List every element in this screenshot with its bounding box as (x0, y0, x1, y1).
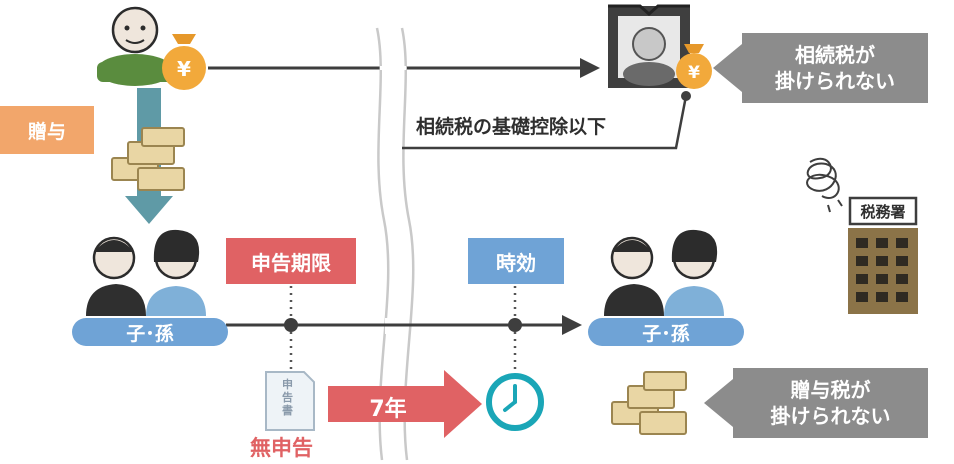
filing-deadline-tag: 申告期限 (226, 238, 356, 284)
inheritance-tax-note-line1: 相続税が (795, 43, 875, 67)
gift-tax-note-line1: 贈与税が (790, 378, 871, 402)
gift-note-arrow (704, 379, 733, 427)
document-icon (265, 371, 315, 431)
deadline-point (284, 318, 298, 332)
no-filing-label: 無申告 (250, 436, 313, 460)
moneybag-icon (162, 34, 206, 90)
cash-stack-icon (111, 127, 185, 191)
timeline-top-arrowhead (580, 58, 600, 78)
seven-years-arrow (328, 370, 482, 438)
couple-icon-right (604, 229, 724, 316)
gift-tax-note-line2: 掛けられない (770, 404, 891, 428)
gift-tag: 贈与 (0, 106, 94, 154)
statute-point (508, 318, 522, 332)
moneybag-icon-right (676, 44, 712, 89)
couple-icon-left (86, 229, 206, 316)
worry-scribble-icon (806, 157, 843, 213)
seven-years-label: 7年 (369, 397, 407, 422)
moneybag-yen-symbol-right: ¥ (688, 63, 700, 83)
below-deduction-text: 相続税の基礎控除以下 (416, 116, 607, 138)
cash-stack-icon-right (611, 371, 687, 435)
child-grandchild-pill-left: 子･孫 (72, 318, 228, 346)
deduction-bracket-line (402, 95, 688, 150)
inheritance-tax-note: 相続税が 掛けられない (742, 33, 928, 103)
document-label: 申告書 (282, 378, 293, 417)
clock-icon (486, 373, 544, 431)
inheritance-note-arrow (713, 44, 742, 92)
statute-tag: 時効 (468, 238, 564, 284)
tax-office-building-icon (848, 196, 918, 314)
gift-tax-note: 贈与税が 掛けられない (733, 368, 928, 438)
child-grandchild-pill-right: 子･孫 (588, 318, 744, 346)
moneybag-yen-symbol: ¥ (177, 57, 191, 81)
tax-office-sign: 税務署 (860, 203, 906, 221)
timeline-mid-arrowhead (562, 315, 582, 335)
inheritance-tax-note-line2: 掛けられない (775, 69, 895, 93)
time-break-mark (375, 27, 415, 461)
elder-person-icon (97, 6, 173, 86)
